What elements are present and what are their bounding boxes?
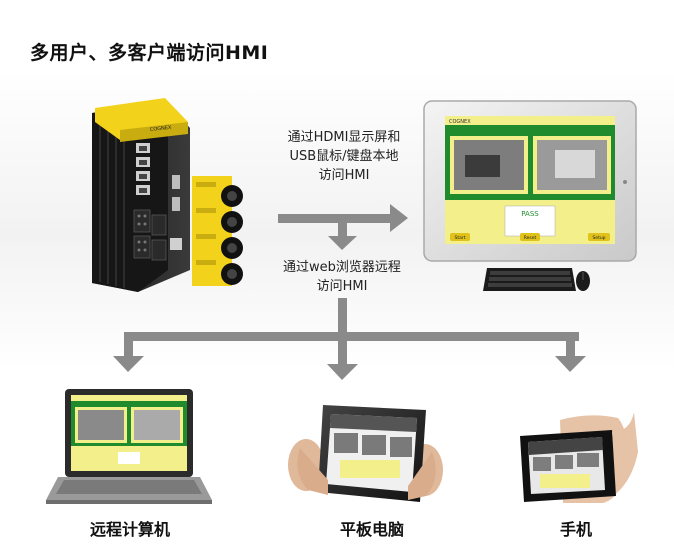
arrow-laptop-head: [113, 356, 144, 372]
page-title: 多用户、多客户端访问HMI: [30, 42, 269, 64]
keyboard: [483, 268, 576, 291]
mouse: [576, 271, 590, 291]
camera-connectors: [221, 185, 243, 285]
arrow-down-web: [338, 220, 347, 238]
arrow-laptop-stem: [124, 336, 133, 358]
arrow-tablet-head: [327, 364, 358, 380]
web-note-line-2: 访问HMI: [316, 279, 368, 294]
web-note: 通过web浏览器远程 访问HMI: [270, 258, 414, 296]
hdmi-note-line-1: 通过HDMI显示屏和: [287, 130, 401, 145]
hdmi-note-line-2: USB鼠标/键盘本地: [289, 149, 399, 164]
laptop-label: 远程计算机: [89, 520, 170, 539]
laptop: [46, 389, 212, 504]
vision-controller: COGNEX: [92, 98, 243, 292]
arrow-trunk: [338, 298, 347, 338]
hdmi-note: 通过HDMI显示屏和 USB鼠标/键盘本地 访问HMI: [278, 128, 410, 185]
phone: [520, 412, 638, 503]
phone-label: 手机: [559, 520, 592, 539]
monitor-logo: COGNEX: [449, 119, 471, 125]
monitor-start-button: Start: [455, 235, 466, 241]
hmi-monitor: COGNEX PASS Start Reset Setup: [423, 100, 637, 262]
monitor-status: PASS: [521, 210, 539, 218]
monitor-setup-button: Setup: [592, 235, 605, 241]
arrow-to-monitor: [278, 214, 392, 223]
web-note-line-1: 通过web浏览器远程: [283, 260, 401, 275]
arrow-phone-stem: [566, 336, 575, 358]
arrows: [113, 204, 586, 380]
controller-logo: COGNEX: [150, 125, 173, 133]
monitor-reset-button: Reset: [524, 235, 537, 241]
hdmi-note-line-3: 访问HMI: [318, 168, 370, 183]
arrow-branch: [124, 332, 579, 341]
arrow-tablet-stem: [338, 336, 347, 366]
tablet: [288, 405, 443, 502]
arrow-to-monitor-head: [390, 204, 408, 232]
arrow-down-web-head: [328, 236, 357, 250]
tablet-label: 平板电脑: [339, 520, 404, 539]
arrow-phone-head: [555, 356, 586, 372]
